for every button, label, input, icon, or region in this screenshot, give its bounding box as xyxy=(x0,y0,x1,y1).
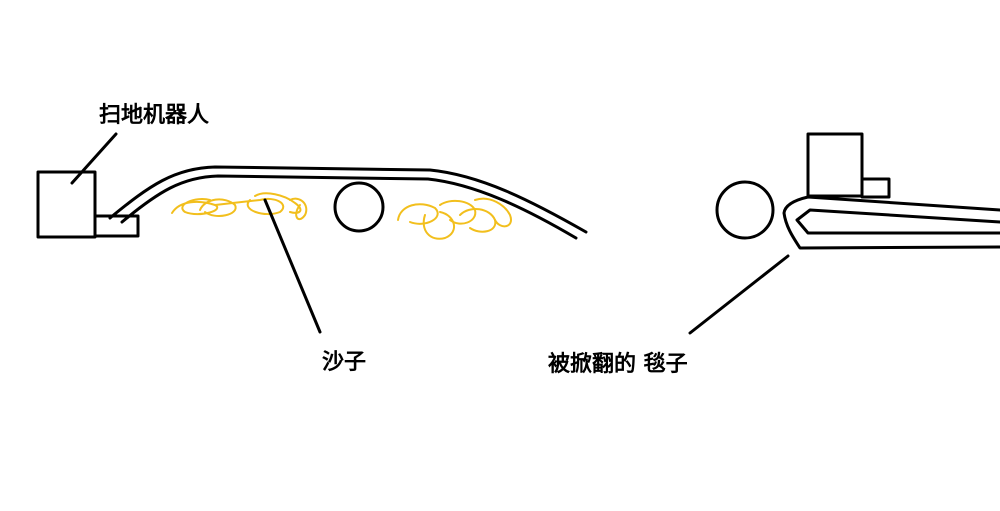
robot-brush-right xyxy=(860,177,891,199)
robot-body-left xyxy=(36,170,97,239)
flipped-carpet-outer xyxy=(782,195,1000,250)
robot-body-right xyxy=(806,132,864,198)
wheel-right xyxy=(715,180,775,240)
robot-leader-line xyxy=(70,132,118,185)
sand-pile-left xyxy=(171,192,308,221)
label-sand: 沙子 xyxy=(322,350,367,375)
carpet-inner-line xyxy=(120,174,578,240)
wheel-left xyxy=(333,181,385,233)
sand-leader-line xyxy=(263,198,322,334)
carpet-outer-line xyxy=(108,165,588,234)
flipped-carpet-inner xyxy=(795,208,1000,235)
sand-pile-right xyxy=(397,197,512,240)
robot-brush-left xyxy=(93,214,140,238)
label-flipped-carpet: 被掀翻的 毯子 xyxy=(548,352,688,377)
carpet-leader-line xyxy=(688,254,790,335)
label-robot: 扫地机器人 xyxy=(99,103,210,128)
